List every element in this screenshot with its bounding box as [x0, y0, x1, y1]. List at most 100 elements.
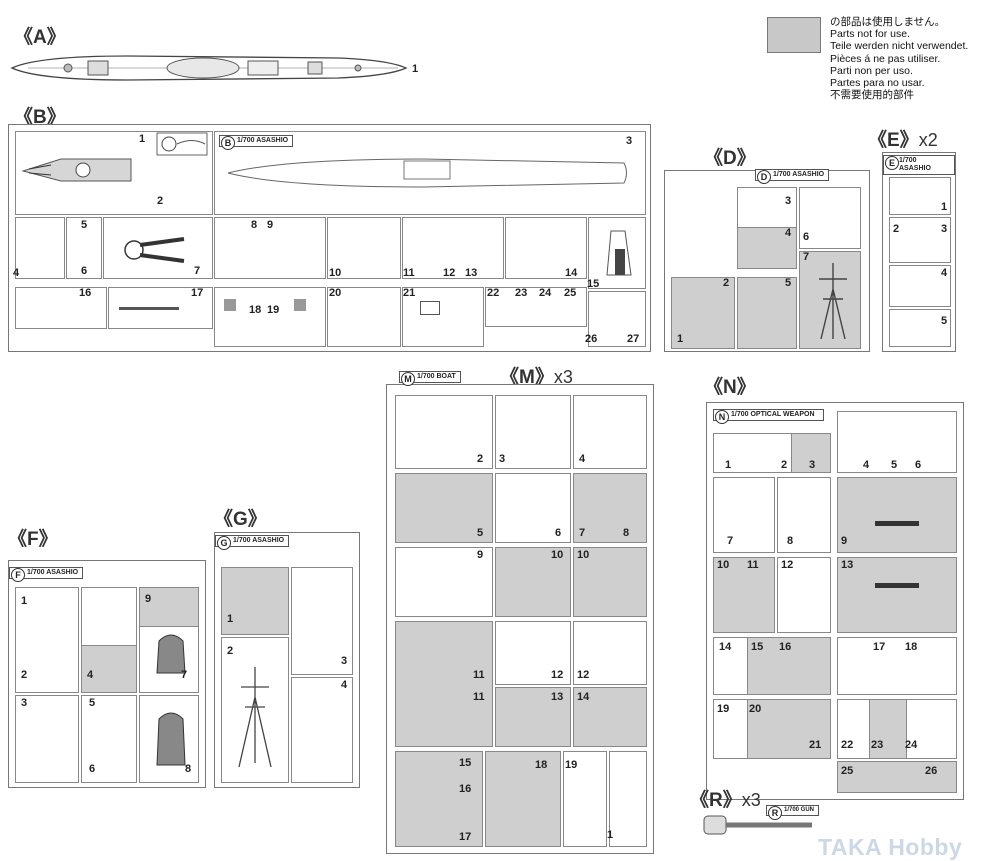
gun-turret-part [124, 237, 185, 263]
section-d-label: 《D》 [704, 148, 756, 169]
part-number: 15 [459, 757, 472, 769]
part-number: 16 [459, 783, 472, 795]
part-number: 12 [781, 559, 794, 571]
part-number: 8 [185, 763, 192, 775]
section-n-label: 《N》 [704, 377, 756, 398]
sprue-letter: N [715, 410, 729, 424]
part-number: 27 [627, 333, 640, 345]
sprue-cell [15, 287, 107, 329]
sprue-cell [889, 265, 951, 307]
watermark: TAKA Hobby [818, 834, 963, 860]
sprue-cell [495, 473, 571, 543]
section-r-label: 《R》x3 [690, 785, 761, 812]
part-number: 7 [181, 669, 188, 681]
sprue-cell [395, 547, 493, 617]
part-number: 25 [841, 765, 854, 777]
part-number: 19 [267, 304, 280, 316]
part-number: 8 [251, 219, 258, 231]
sprue-letter: G [217, 536, 231, 550]
part-number: 25 [564, 287, 577, 299]
gun-part-r [703, 815, 812, 835]
part-number: 5 [785, 277, 792, 289]
part-number: 12 [577, 669, 590, 681]
part-number: 4 [341, 679, 348, 691]
legend-line-en: Parts not for use. [830, 28, 910, 41]
part-number: 13 [465, 267, 478, 279]
unused-sprue-cell [747, 699, 831, 759]
kit-logo [156, 132, 208, 156]
part-number: 1 [677, 333, 684, 345]
part-number: 14 [719, 641, 732, 653]
sprue-letter: M [401, 372, 415, 386]
unused-sprue-cell [395, 473, 493, 543]
sprue-cell [214, 217, 326, 279]
unused-sprue-cell [837, 761, 957, 793]
section-m-letter: 《M》 [500, 367, 554, 388]
part-number: 1 [21, 595, 28, 607]
part-number: 23 [515, 287, 528, 299]
sprue-cell [495, 395, 571, 469]
unused-sprue-cell [713, 557, 775, 633]
sprue-cell [563, 751, 607, 847]
part-number: 2 [893, 223, 900, 235]
part-number: 21 [403, 287, 416, 299]
sprue-tag-text: 1/700 OPTICAL WEAPON [731, 411, 815, 418]
sprue-cell [837, 411, 957, 473]
unused-sprue-cell [791, 433, 831, 473]
sprue-cell [588, 291, 646, 347]
part-number: 5 [89, 697, 96, 709]
unused-sprue-cell [221, 567, 289, 635]
part-number: 3 [341, 655, 348, 667]
sprue-cell [395, 395, 493, 469]
unused-sprue-cell [837, 477, 957, 553]
unused-sprue-cell [869, 699, 907, 759]
mast-part [819, 263, 847, 340]
sprue-cell [609, 751, 647, 847]
sprue-cell [837, 637, 957, 695]
part-number: 1 [725, 459, 732, 471]
sprue-tag-text: 1/700 ASASHIO [899, 157, 931, 172]
part-number: 3 [809, 459, 816, 471]
section-e-multiplier: x2 [918, 130, 938, 150]
part-number: 20 [329, 287, 342, 299]
sprue-cell [103, 217, 213, 279]
sprue-letter: B [221, 136, 235, 150]
part-number: 6 [81, 265, 88, 277]
part-number: 9 [145, 593, 152, 605]
part-number: 15 [587, 278, 600, 290]
part-number: 21 [809, 739, 822, 751]
sprue-tag-text: 1/700 ASASHIO [27, 569, 79, 576]
sprue-cell [214, 287, 326, 347]
sprue-cell [327, 217, 401, 279]
part-number: 4 [579, 453, 586, 465]
part-number: 19 [565, 759, 578, 771]
part-number: 24 [905, 739, 918, 751]
part-number: 7 [803, 251, 810, 263]
part-number: 2 [21, 669, 28, 681]
part-number: 6 [915, 459, 922, 471]
unused-parts-legend: の部品は使用しません。 Parts not for use. Teile wer… [830, 16, 968, 101]
section-f-label: 《F》 [8, 529, 58, 550]
part-number: 2 [157, 195, 164, 207]
section-r-multiplier: x3 [741, 790, 761, 810]
part-number: 8 [787, 535, 794, 547]
small-part [294, 299, 306, 311]
hull-deck-part [227, 158, 627, 188]
unused-sprue-cell [485, 751, 561, 847]
part-number: 1 [941, 201, 948, 213]
sprue-cell [402, 217, 504, 279]
unused-parts-swatch [767, 17, 821, 53]
sprue-cell [505, 217, 587, 279]
unused-sprue-cell [495, 687, 571, 747]
unused-sprue-cell [573, 687, 647, 747]
part-number: 1 [607, 829, 614, 841]
